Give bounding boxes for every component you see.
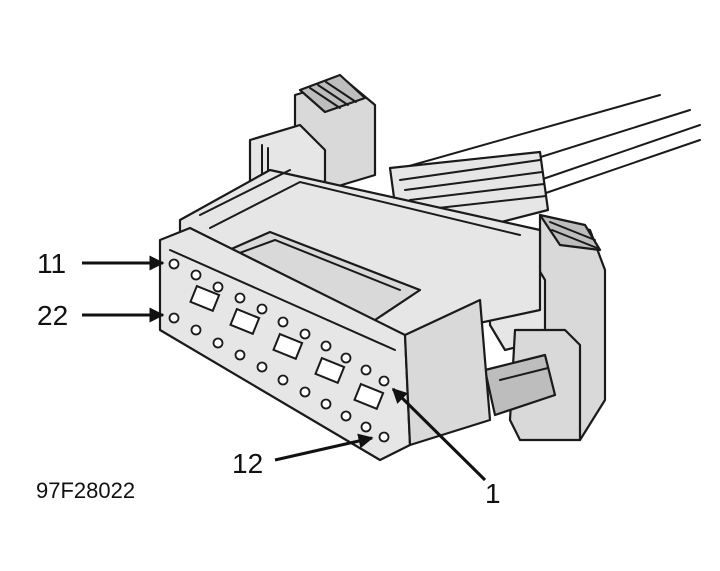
label-pin-1: 1 xyxy=(485,478,501,509)
figure-code: 97F28022 xyxy=(36,478,135,503)
callout-arrows xyxy=(82,255,487,482)
arrow-pin-12 xyxy=(274,433,374,462)
label-pin-12: 12 xyxy=(232,448,263,479)
label-pin-22: 22 xyxy=(37,300,68,331)
label-pin-11: 11 xyxy=(37,248,66,279)
connector-body xyxy=(178,168,542,342)
arrow-pin-1 xyxy=(391,387,487,482)
connector-face xyxy=(158,226,492,462)
